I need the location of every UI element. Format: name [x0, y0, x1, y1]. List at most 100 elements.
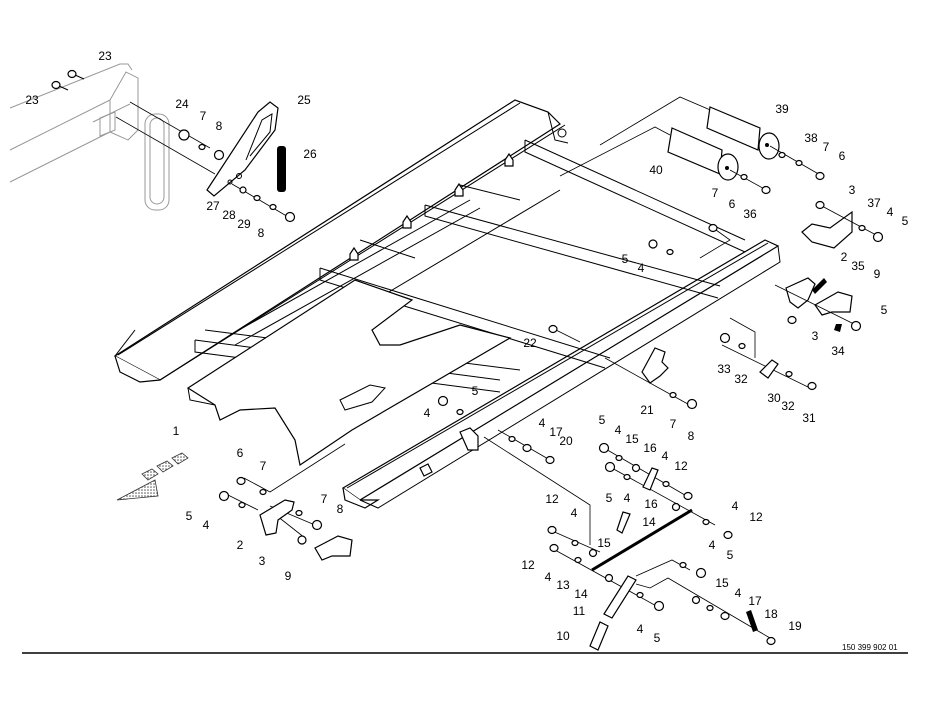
callout-17: 17 [549, 425, 563, 439]
pan-plate-1 [186, 279, 512, 467]
callout-4: 4 [539, 416, 546, 430]
callout-8: 8 [688, 429, 695, 443]
spring-26 [277, 146, 286, 192]
callout-26: 26 [303, 147, 317, 161]
callout-15: 15 [715, 576, 729, 590]
bracket-9-left [314, 535, 353, 561]
callout-5: 5 [881, 303, 888, 317]
washer-17-b [720, 611, 730, 621]
callout-4: 4 [615, 423, 622, 437]
nut-5-low [653, 600, 665, 612]
callout-16: 16 [644, 497, 658, 511]
bracket-37 [801, 210, 853, 249]
callout-1: 1 [173, 424, 180, 438]
frame-cross-members [194, 139, 746, 393]
washer-4-right-a [679, 561, 687, 569]
spring-35 [812, 278, 827, 294]
callout-4: 4 [887, 205, 894, 219]
washer-32-a [738, 342, 746, 350]
bolt-3-right [787, 315, 797, 325]
washer-4-link-a [615, 454, 623, 462]
roller-39 [706, 106, 780, 160]
callout-12: 12 [521, 558, 535, 572]
callout-28: 28 [222, 208, 236, 222]
link-16-b [616, 511, 631, 534]
callout-24: 24 [175, 97, 189, 111]
washer-32-b [785, 370, 793, 378]
washer-7-roller39 [795, 159, 803, 167]
callout-32: 32 [781, 399, 795, 413]
callout-19: 19 [788, 619, 802, 633]
callout-12: 12 [545, 492, 559, 506]
nut-5-left [218, 490, 230, 502]
washer-4-pan [456, 408, 464, 416]
washer-4-link-c [623, 473, 631, 481]
washer-38 [778, 151, 786, 159]
callout-4: 4 [203, 518, 210, 532]
callout-36: 36 [743, 207, 757, 221]
bushing-15-c [691, 595, 701, 605]
washer-7-left-a [259, 488, 267, 496]
callout-5: 5 [654, 631, 661, 645]
callout-38: 38 [804, 131, 818, 145]
bolt-6-roller39 [815, 171, 825, 181]
bolt-19 [766, 636, 776, 646]
washer-4-low-a [571, 539, 579, 547]
callout-30: 30 [767, 391, 781, 405]
washer-4-link-d [702, 518, 710, 526]
callout-34: 34 [831, 344, 845, 358]
hinge-plate-21 [641, 347, 669, 384]
callout-4: 4 [732, 499, 739, 513]
bolt-3-left [297, 535, 307, 545]
lever-11 [603, 575, 637, 619]
callout-5: 5 [622, 252, 629, 266]
washer-4-low-c [636, 591, 644, 599]
callout-4: 4 [545, 570, 552, 584]
spacer-24 [178, 129, 190, 141]
washer-4-left [238, 501, 246, 509]
callout-23: 23 [98, 49, 112, 63]
callout-11: 11 [573, 604, 586, 618]
nut-5-link-a [598, 442, 610, 454]
handle-10 [589, 621, 609, 651]
callout-5: 5 [902, 214, 909, 228]
callout-4: 4 [709, 538, 716, 552]
callout-14: 14 [574, 587, 588, 601]
bolt-6-roller40 [761, 185, 771, 195]
nut-33 [719, 332, 731, 344]
callout-5: 5 [472, 384, 479, 398]
callout-31: 31 [802, 411, 816, 425]
callout-37: 37 [867, 196, 881, 210]
shaft-13 [591, 508, 693, 572]
callout-8: 8 [216, 119, 223, 133]
bracket-9-right [814, 291, 853, 316]
washer-4-low-b [574, 556, 582, 564]
nut-5-link-b [604, 461, 616, 473]
callout-4: 4 [424, 406, 431, 420]
washer-4-right-b [706, 604, 714, 612]
callout-40: 40 [649, 163, 663, 177]
callout-22: 22 [523, 336, 537, 350]
callout-18: 18 [764, 607, 778, 621]
callout-7: 7 [712, 186, 719, 200]
bolt-22 [548, 324, 558, 334]
forward-direction-arrow [116, 452, 189, 501]
callout-21: 21 [640, 403, 654, 417]
nut-5-right [850, 320, 862, 332]
callout-9: 9 [874, 267, 881, 281]
bolt-20 [545, 455, 555, 465]
washer-28 [253, 194, 261, 202]
callout-13: 13 [556, 578, 570, 592]
callout-6: 6 [839, 149, 846, 163]
washer-4-frame [666, 248, 674, 256]
link-16-a [642, 467, 659, 491]
callout-12: 12 [674, 459, 688, 473]
callout-20: 20 [559, 434, 573, 448]
callout-35: 35 [851, 259, 865, 273]
callout-9: 9 [285, 569, 292, 583]
clip-34 [834, 324, 842, 332]
washer-4-a [508, 435, 516, 443]
callout-32: 32 [734, 372, 748, 386]
